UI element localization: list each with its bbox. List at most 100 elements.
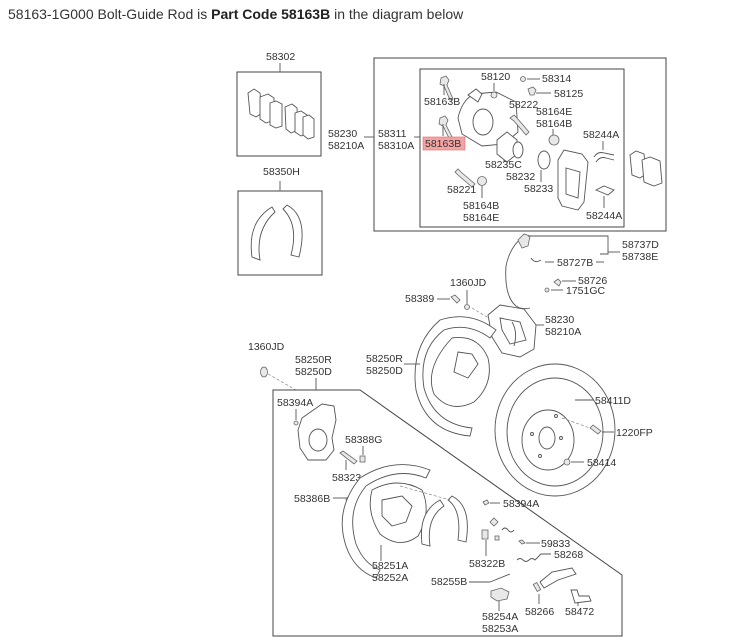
caption-prefix: 58163-1G000 Bolt-Guide Rod is — [8, 6, 212, 22]
brake-hose-group: 58737D 58738E 58727B 58726 1751GC — [505, 233, 659, 310]
spring-small-icon — [532, 581, 542, 593]
parking-shoe-shape — [250, 206, 276, 261]
label-59833: 59833 — [541, 538, 570, 550]
boot-lower-icon — [477, 176, 487, 186]
brake-disc-group: 58411D 1220FP 58414 — [494, 363, 653, 497]
caption-suffix: in the diagram below — [330, 6, 464, 22]
backing-plate-shape — [414, 316, 497, 437]
nut-small-icon — [494, 535, 500, 541]
label-58125: 58125 — [554, 88, 583, 100]
label-58738E: 58738E — [622, 251, 658, 263]
parking-shoes-group: 58350H — [237, 166, 323, 276]
bracket-clip-icon — [570, 589, 592, 604]
label-58250D-upper: 58250D — [366, 365, 403, 377]
parking-bracket-shape — [297, 403, 337, 461]
label-58311: 58311 — [378, 128, 407, 140]
label-58472: 58472 — [565, 606, 594, 618]
screw-icon — [450, 294, 461, 304]
label-58230: 58230 — [328, 128, 357, 140]
label-58302: 58302 — [266, 51, 295, 63]
brake-pads-group: 58302 — [236, 51, 322, 157]
piston-boot-ring — [537, 150, 551, 170]
label-58210A: 58210A — [328, 140, 364, 152]
adjuster-screw-icon — [481, 529, 489, 540]
guide-pin-icon — [509, 114, 530, 136]
caliper-inner-box — [419, 68, 625, 228]
brake-disc-shape — [494, 363, 616, 497]
disc-screw-icon — [563, 458, 571, 466]
label-58235C: 58235C — [485, 159, 522, 171]
washer-icon — [544, 287, 550, 293]
hold-down-pin-icon — [482, 499, 490, 506]
label-58164B-bot: 58164B — [463, 200, 499, 212]
piston-seal-ring — [512, 141, 524, 159]
label-58727B: 58727B — [557, 257, 593, 269]
spring-icon — [501, 527, 515, 533]
disc-hub-hole — [538, 426, 556, 450]
label-58255B: 58255B — [431, 576, 467, 588]
bleeder-screw-icon — [490, 91, 498, 99]
label-58314: 58314 — [542, 73, 571, 85]
left-nut-icon — [260, 366, 268, 378]
brake-pad-outer — [641, 156, 663, 187]
parking-lever-icon — [539, 567, 577, 589]
nut-icon — [464, 304, 470, 310]
brake-pad-shape — [269, 100, 283, 129]
backing-plate-upper: 58250R 58250D — [366, 316, 497, 437]
label-58394A-left: 58394A — [277, 397, 313, 409]
page-caption: 58163-1G000 Bolt-Guide Rod is Part Code … — [8, 6, 463, 22]
bleeder-icon — [527, 86, 537, 96]
adjuster-assembly-icon — [490, 587, 510, 602]
label-58244A-bot: 58244A — [586, 210, 622, 222]
label-58414: 58414 — [587, 457, 616, 469]
label-58250R-upper: 58250R — [366, 353, 403, 365]
wheel-bolt-icon — [589, 424, 602, 435]
label-58266: 58266 — [525, 606, 554, 618]
caliper-outer-box — [373, 57, 667, 232]
caliper-bore — [472, 108, 494, 136]
label-58230-mid: 58230 — [545, 314, 574, 326]
label-58164B-top: 58164B — [536, 118, 572, 130]
lower-shoe-right — [447, 495, 468, 543]
label-58222: 58222 — [509, 99, 538, 111]
label-1751GC: 1751GC — [566, 285, 606, 297]
label-58254A: 58254A — [482, 611, 518, 623]
label-58737D: 58737D — [622, 239, 659, 251]
label-58164E-top: 58164E — [536, 106, 572, 118]
label-58163B-top: 58163B — [424, 96, 460, 108]
label-58252A: 58252A — [372, 572, 408, 584]
pin-icon — [293, 420, 299, 426]
spring-cup-icon — [489, 517, 499, 527]
label-58388G: 58388G — [345, 434, 382, 446]
label-58232: 58232 — [506, 171, 535, 183]
label-58233: 58233 — [524, 183, 553, 195]
mounting-bolt-icon — [454, 168, 476, 188]
label-58253A: 58253A — [482, 623, 518, 635]
guide-bolt-highlighted — [438, 115, 453, 139]
adjuster-bolt-icon — [339, 450, 358, 465]
label-58244A-top: 58244A — [583, 129, 619, 141]
label-1360JD-mid: 1360JD — [450, 277, 487, 289]
lower-shoe-left — [420, 499, 445, 547]
guide-bolt-top — [439, 75, 454, 101]
label-58164E-bot: 58164E — [463, 212, 499, 224]
parking-shoes-box — [237, 190, 323, 276]
label-58250D-box: 58250D — [295, 366, 332, 378]
brake-pads-box — [236, 71, 322, 157]
label-58323: 58323 — [332, 472, 361, 484]
caliper-group: 58230 58210A 58311 58310A 58163B 58163B … — [328, 57, 667, 232]
hose-clip-icon — [530, 257, 542, 263]
label-58322B: 58322B — [469, 558, 505, 570]
label-58210A-mid: 58210A — [545, 326, 581, 338]
label-58726: 58726 — [578, 275, 607, 287]
banjo-bolt-icon — [553, 278, 562, 287]
caliper-assembly-mid: 58230 58210A — [487, 304, 581, 358]
parking-shoe-shape — [282, 204, 303, 258]
backing-plate-exploded-group: 58250R 58250D 58394A 58388G 58323 58386B… — [272, 354, 623, 637]
pad-clip-bottom-icon — [594, 185, 615, 196]
strut-spring-icon — [489, 573, 511, 583]
pad-clip-top-icon — [593, 152, 615, 163]
label-58221: 58221 — [447, 184, 476, 196]
label-1360JD-left: 1360JD — [248, 341, 285, 353]
